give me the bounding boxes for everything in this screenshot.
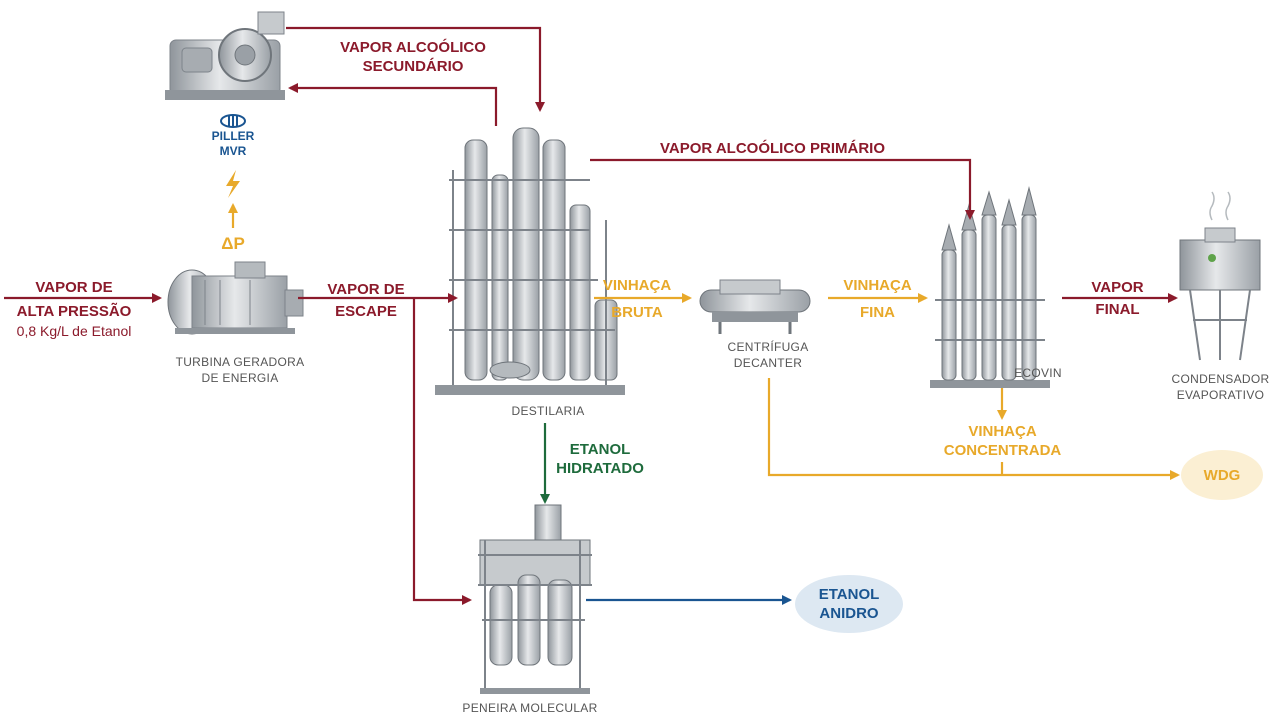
mvr-compressor-image — [165, 11, 285, 100]
destilaria-image — [435, 127, 625, 395]
arrow-vapor-primario — [590, 158, 975, 220]
wdg-output: WDG — [1181, 450, 1263, 500]
ecovin-caption: ECOVIN — [1014, 366, 1062, 380]
vinhaca-concentrada-line1: VINHAÇA — [968, 423, 1037, 440]
turbina-caption-line1: TURBINA GERADORA — [175, 355, 305, 369]
etanol-anidro-output: ETANOL ANIDRO — [795, 575, 903, 633]
vinhaca-bruta-line1: VINHAÇA — [602, 277, 672, 294]
turbina-image — [167, 261, 304, 335]
centrifuga-caption: CENTRÍFUGA DECANTER — [708, 339, 828, 371]
etanol-anidro-line1: ETANOL — [818, 586, 880, 603]
etanol-hidratado-line1: ETANOL — [569, 441, 631, 458]
vinhaca-fina-line1: VINHAÇA — [843, 277, 912, 294]
delta-p-label: ΔP — [221, 234, 245, 253]
vapor-escape-label: VAPOR DE ESCAPE — [316, 280, 416, 321]
vinhaca-bruta-line2: BRUTA — [611, 304, 663, 321]
vapor-alta-pressao-line1: VAPOR DE — [35, 279, 113, 296]
mvr-label: PILLER MVR — [203, 129, 263, 159]
lightning-icon — [226, 170, 240, 198]
peneira-caption: PENEIRA MOLECULAR — [462, 701, 598, 715]
centrifuga-image — [699, 279, 811, 334]
vinhaca-concentrada-label: VINHAÇA CONCENTRADA — [930, 422, 1075, 460]
vapor-alta-pressao-line2: ALTA PRESSÃO — [16, 303, 132, 320]
ecovin-image — [930, 186, 1050, 388]
vapor-final-label: VAPOR FINAL — [1075, 278, 1160, 319]
etanol-hidratado-label: ETANOL HIDRATADO — [550, 440, 650, 478]
peneira-image — [478, 504, 592, 694]
centrifuga-caption-line1: CENTRÍFUGA — [727, 340, 809, 354]
etanol-anidro-line2: ANIDRO — [819, 605, 879, 622]
vapor-escape-line2: ESCAPE — [335, 303, 397, 320]
arrow-vapor-peneira — [412, 298, 472, 605]
mvr-model: MVR — [219, 144, 247, 158]
arrow-centrifuga-wdg — [767, 378, 1180, 480]
piller-logo-icon — [220, 114, 246, 128]
vapor-secundario-line1: VAPOR ALCOÓLICO — [340, 39, 486, 56]
vapor-primario-label: VAPOR ALCOÓLICO PRIMÁRIO — [660, 140, 885, 157]
etanol-hidratado-line2: HIDRATADO — [556, 460, 644, 477]
vapor-alta-pressao-line3: 0,8 Kg/L de Etanol — [16, 323, 132, 339]
vinhaca-bruta-label: VINHAÇA BRUTA — [592, 276, 682, 322]
vinhaca-fina-line2: FINA — [860, 304, 895, 321]
turbina-caption: TURBINA GERADORA DE ENERGIA — [165, 354, 315, 386]
condensador-image — [1179, 191, 1261, 361]
centrifuga-caption-line2: DECANTER — [733, 356, 803, 370]
vinhaca-concentrada-line2: CONCENTRADA — [943, 442, 1062, 459]
vapor-alta-pressao-label: VAPOR DE ALTA PRESSÃO 0,8 Kg/L de Etanol — [4, 278, 144, 341]
vapor-final-line2: FINAL — [1095, 301, 1140, 318]
arrow-vapor-secundario-volta — [286, 26, 545, 112]
turbina-caption-line2: DE ENERGIA — [201, 371, 279, 385]
vinhaca-fina-label: VINHAÇA FINA — [830, 276, 925, 322]
mvr-brand: PILLER — [211, 129, 255, 143]
condensador-caption-line1: CONDENSADOR — [1171, 372, 1270, 386]
destilaria-caption: DESTILARIA — [511, 404, 585, 418]
vapor-secundario-label: VAPOR ALCOÓLICO SECUNDÁRIO — [318, 38, 508, 76]
vapor-escape-line1: VAPOR DE — [327, 281, 405, 298]
arrow-vapor-secundario-ida — [288, 83, 498, 126]
condensador-caption-line2: EVAPORATIVO — [1176, 388, 1265, 402]
condensador-caption: CONDENSADOR EVAPORATIVO — [1163, 371, 1278, 403]
vapor-final-line1: VAPOR — [1091, 279, 1144, 296]
vapor-secundario-line2: SECUNDÁRIO — [362, 58, 464, 75]
